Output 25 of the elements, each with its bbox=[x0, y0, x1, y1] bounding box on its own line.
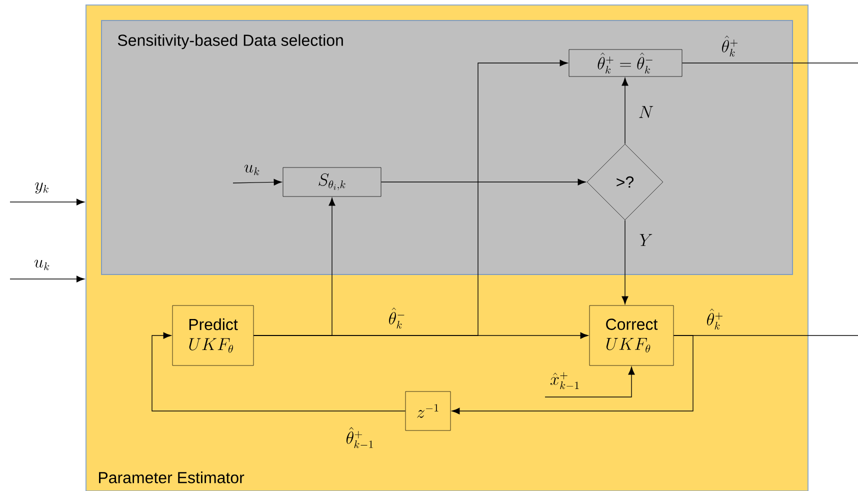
process-box: Predict $UKF_\theta$ bbox=[172, 305, 254, 366]
edge-label: $y_k$ bbox=[35, 182, 48, 194]
process-box: $S_{\theta_i,k}$ bbox=[282, 167, 382, 197]
arrow bbox=[152, 332, 406, 412]
edge-label: $N$ bbox=[639, 106, 654, 118]
arrow bbox=[253, 60, 568, 336]
process-box: $\hat{\theta}_k^+ = \hat{\theta}_k^-$ bbox=[568, 49, 682, 77]
edge-label: $\hat{\theta}_k^+$ bbox=[722, 36, 738, 57]
process-box: Correct $UKF_\theta$ bbox=[589, 305, 674, 366]
edge-label: $u_k$ bbox=[34, 260, 50, 270]
arrow bbox=[10, 276, 84, 282]
arrow bbox=[452, 335, 694, 414]
arrow bbox=[380, 178, 586, 186]
edge-label: $u_k$ bbox=[244, 164, 260, 176]
process-box: $z^{-1}$ bbox=[405, 391, 451, 431]
edge-label: $\hat{x}_{k-1}^+$ bbox=[550, 372, 579, 390]
arrow bbox=[622, 220, 628, 304]
edge-label: $Y$ bbox=[640, 234, 652, 246]
edge-label: $\hat{\theta}_k^-$ bbox=[389, 308, 404, 329]
edge-label: $\hat{\theta}_k^+$ bbox=[707, 308, 723, 330]
arrow bbox=[544, 366, 635, 398]
arrow bbox=[232, 178, 282, 186]
arrow bbox=[622, 78, 628, 144]
edge-label: $\hat{\theta}_{k-1}^+$ bbox=[346, 427, 373, 448]
arrow bbox=[10, 198, 84, 206]
